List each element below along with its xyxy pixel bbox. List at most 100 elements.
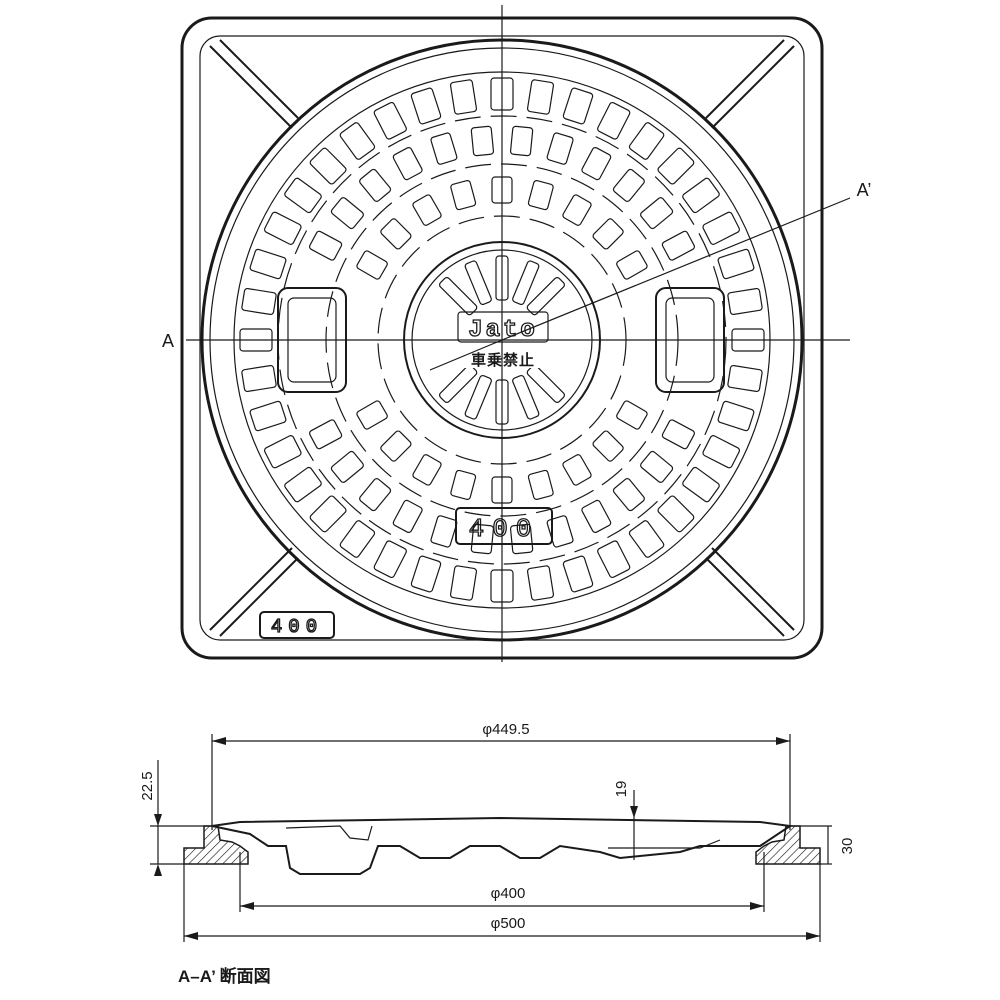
tread-block <box>308 419 343 450</box>
lid-tread-pattern <box>239 77 765 603</box>
tread-block <box>562 87 594 125</box>
tread-block <box>392 146 423 181</box>
dim-arrow <box>750 902 764 910</box>
tread-block <box>356 250 388 280</box>
plan-view: Jato 車乗禁止 400 400 A A’ <box>162 5 871 662</box>
tread-block <box>616 400 648 430</box>
tread-block <box>628 122 665 160</box>
tread-block <box>410 87 442 125</box>
lid-size-plate <box>455 507 553 545</box>
lid-section-profile <box>211 816 793 875</box>
tread-block <box>241 287 277 316</box>
corner-ribs <box>209 39 795 637</box>
tread-block <box>449 79 478 115</box>
tread-block <box>308 230 343 261</box>
tread-block <box>562 555 594 593</box>
tread-block <box>449 565 478 601</box>
tread-block <box>373 101 407 140</box>
tread-block <box>640 450 674 483</box>
tread-block <box>727 364 763 393</box>
dim-arrow <box>184 932 198 940</box>
tread-block <box>527 180 554 211</box>
brand-plate <box>457 311 549 343</box>
tread-block <box>509 523 534 555</box>
tread-block <box>581 499 612 534</box>
lid-section-rib <box>285 825 373 841</box>
emblem-spoke <box>512 260 540 306</box>
tread-block <box>373 540 407 579</box>
tread-block <box>470 523 495 555</box>
tread-block <box>597 101 631 140</box>
tread-block <box>717 248 755 280</box>
tread-block <box>309 147 347 185</box>
tread-block <box>412 194 442 226</box>
tread-block <box>562 194 592 226</box>
emblem-spoke <box>464 260 492 306</box>
tread-block <box>628 520 665 558</box>
dim-arrow <box>240 902 254 910</box>
tread-block <box>356 400 388 430</box>
tread-block <box>339 520 376 558</box>
dim-arrow <box>776 737 790 745</box>
dim-total-height: 30 <box>839 838 856 855</box>
tread-block <box>430 515 458 548</box>
dim-arrow <box>630 806 638 818</box>
section-view: φ449.5 22.5 19 30 φ400 <box>139 721 856 986</box>
tread-block <box>616 250 648 280</box>
dim-arrow <box>806 932 820 940</box>
frame-section-left <box>183 825 249 865</box>
section-caption: A–A’ 断面図 <box>178 966 271 986</box>
frame-size-plate <box>259 611 335 639</box>
tread-block <box>284 177 322 214</box>
tread-block <box>592 430 624 462</box>
tread-block <box>249 248 287 280</box>
tread-block <box>410 555 442 593</box>
section-leader-tail <box>429 339 503 371</box>
section-leader-line <box>501 197 851 341</box>
tread-block <box>263 435 302 469</box>
tread-block <box>612 168 645 202</box>
emblem-spoke <box>439 364 478 403</box>
tread-block <box>359 478 392 512</box>
frame-size-text: 400 <box>271 616 323 638</box>
tread-block <box>526 565 555 601</box>
tread-block <box>727 287 763 316</box>
tread-block <box>640 197 674 230</box>
dim-rib-depth: 19 <box>613 781 630 798</box>
tread-block <box>702 211 741 245</box>
tread-block <box>682 177 720 214</box>
tread-block <box>546 515 574 548</box>
lid-section-rib <box>608 839 721 849</box>
tread-block <box>702 435 741 469</box>
tread-block <box>380 218 412 250</box>
tread-block <box>263 211 302 245</box>
tread-block <box>657 495 695 533</box>
tread-block <box>546 132 574 165</box>
tread-block <box>330 450 364 483</box>
tread-block <box>430 132 458 165</box>
tread-block <box>284 466 322 503</box>
dim-top-diameter: φ449.5 <box>482 721 529 738</box>
tread-block <box>562 454 592 486</box>
emblem-spoke <box>512 374 540 420</box>
lid-size-text: 400 <box>469 514 540 544</box>
tread-block <box>412 454 442 486</box>
tread-block <box>470 125 495 157</box>
tread-block <box>339 122 376 160</box>
dim-outer-diameter: φ500 <box>491 915 526 932</box>
section-label-left: A <box>162 331 174 351</box>
emblem-spoke <box>526 364 565 403</box>
tread-block <box>359 168 392 202</box>
tread-block <box>380 430 412 462</box>
tread-block <box>509 125 534 157</box>
tread-block <box>597 540 631 579</box>
tread-block <box>717 400 755 432</box>
tread-block <box>682 466 720 503</box>
warning-text: 車乗禁止 <box>471 351 535 369</box>
tread-block <box>309 495 347 533</box>
tread-block <box>612 478 645 512</box>
dim-arrow <box>154 864 162 876</box>
tread-block <box>661 419 696 450</box>
dim-inner-diameter: φ400 <box>491 885 526 902</box>
